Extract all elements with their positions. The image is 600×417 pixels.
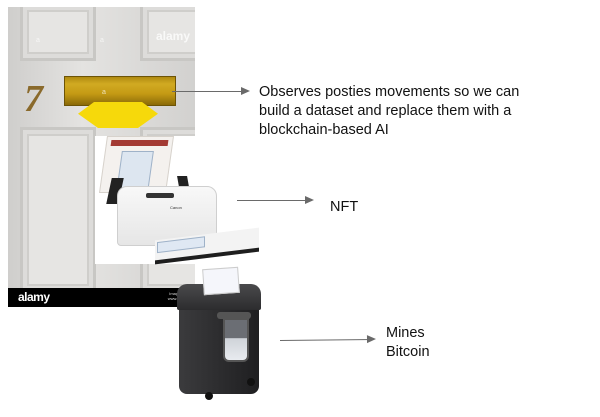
alamy-footer-bar: alamy Image ID: ... www.alamy... xyxy=(8,288,195,307)
form-header xyxy=(110,140,169,146)
paper-shredder-photo xyxy=(175,266,265,403)
scanner-body: Canon xyxy=(117,186,217,246)
door-panel xyxy=(20,127,96,293)
annotation-line: NFT xyxy=(330,199,359,215)
annotation-shredder: Mines Bitcoin xyxy=(386,324,430,362)
arrow-icon xyxy=(279,339,375,341)
annotation-line: Bitcoin xyxy=(386,344,430,360)
watermark-small: a xyxy=(102,89,106,96)
house-number: 7 xyxy=(24,78,43,120)
caster-wheel xyxy=(205,392,213,400)
control-panel xyxy=(146,193,174,198)
watermark-small: a xyxy=(36,37,40,44)
door-panel xyxy=(20,7,96,61)
annotation-line: blockchain-based AI xyxy=(259,122,389,138)
brass-letterbox xyxy=(64,76,176,106)
paper-sheet xyxy=(202,266,240,296)
watermark-small: a xyxy=(100,37,104,44)
shredder-window xyxy=(223,318,249,362)
scanner-brand: Canon xyxy=(170,205,182,210)
document-scanner-photo: Canon xyxy=(95,136,260,265)
annotation-line: build a dataset and replace them with a xyxy=(259,103,512,119)
arrow-icon xyxy=(172,87,250,95)
annotation-scanner: NFT xyxy=(330,198,358,217)
output-document xyxy=(157,236,205,254)
shredder-handle xyxy=(217,312,251,319)
alamy-logo: alamy xyxy=(18,290,50,304)
caster-wheel xyxy=(247,378,255,386)
annotation-line: Mines xyxy=(386,325,425,341)
arrow-icon xyxy=(237,196,314,204)
annotation-letterbox: Observes posties movements so we can bui… xyxy=(259,83,519,140)
watermark: alamy xyxy=(156,29,191,43)
annotation-line: Observes posties movements so we can xyxy=(259,84,520,100)
door-panel xyxy=(140,7,195,61)
